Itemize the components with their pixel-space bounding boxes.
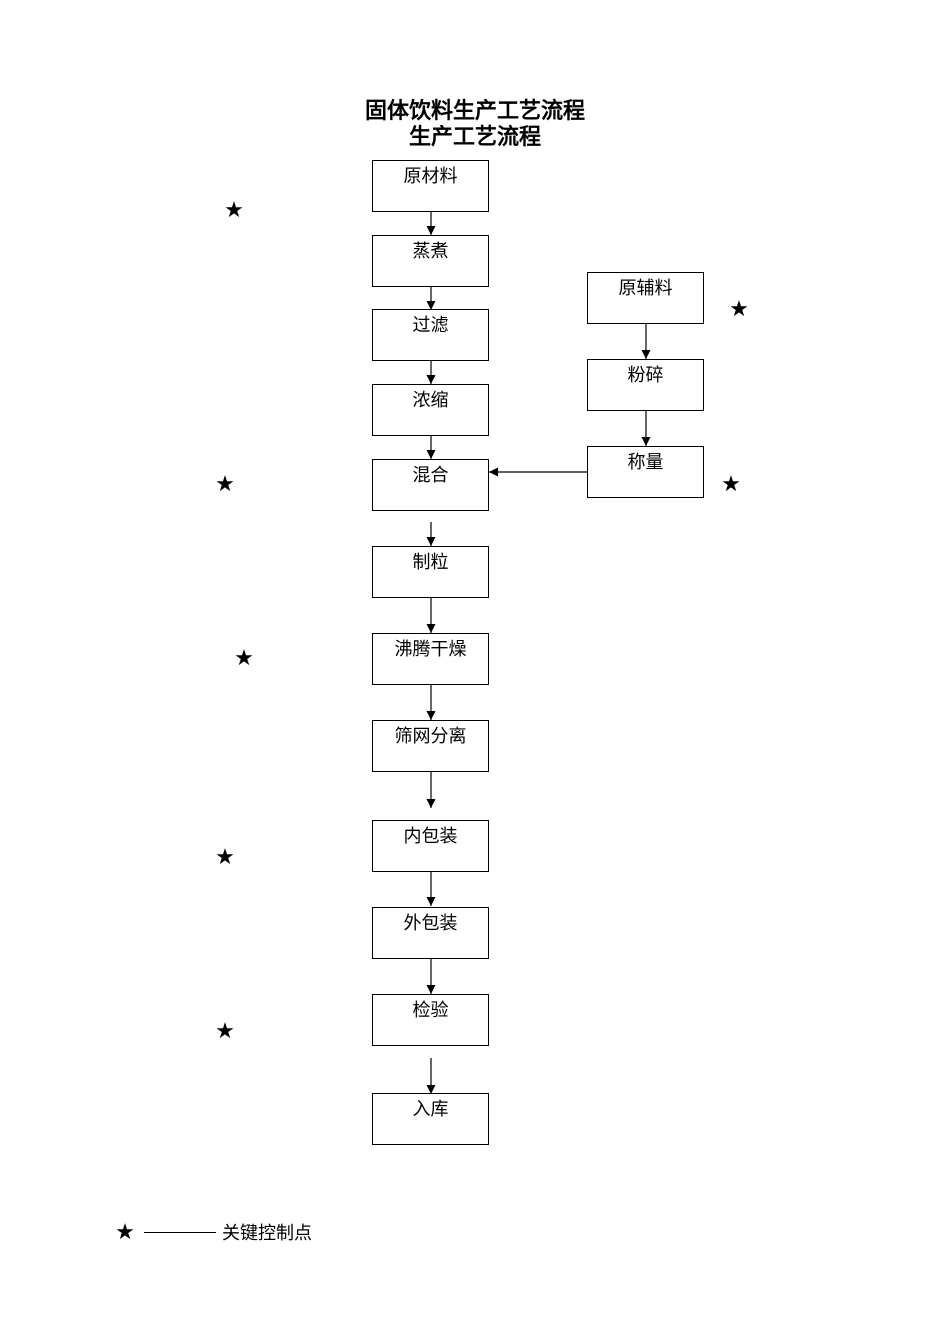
legend-line	[144, 1231, 216, 1233]
step-outer-packaging: 外包装	[372, 907, 489, 959]
step-mixing: 混合	[372, 459, 489, 511]
step-warehousing: 入库	[372, 1093, 489, 1145]
legend: ★ 关键控制点	[114, 1219, 312, 1245]
key-control-star-icon: ★	[729, 297, 749, 322]
step-inspection: 检验	[372, 994, 489, 1046]
step-weighing: 称量	[587, 446, 704, 498]
diagram-title: 固体饮料生产工艺流程	[364, 98, 585, 124]
legend-star-icon: ★	[115, 1219, 135, 1245]
key-control-star-icon: ★	[721, 472, 741, 497]
key-control-star-icon: ★	[234, 646, 254, 671]
step-filtering: 过滤	[372, 309, 489, 361]
key-control-star-icon: ★	[224, 198, 244, 223]
legend-label: 关键控制点	[222, 1223, 312, 1244]
step-concentrating: 浓缩	[372, 384, 489, 436]
key-control-star-icon: ★	[215, 845, 235, 870]
step-fluid-bed-drying: 沸腾干燥	[372, 633, 489, 685]
key-control-star-icon: ★	[215, 1019, 235, 1044]
step-crushing: 粉碎	[587, 359, 704, 411]
diagram-subtitle: 生产工艺流程	[408, 124, 541, 150]
step-sieve-separation: 筛网分离	[372, 720, 489, 772]
step-raw-material: 原材料	[372, 160, 489, 212]
key-control-star-icon: ★	[215, 472, 235, 497]
step-granulating: 制粒	[372, 546, 489, 598]
step-inner-packaging: 内包装	[372, 820, 489, 872]
step-auxiliary-material: 原辅料	[587, 272, 704, 324]
step-steaming: 蒸煮	[372, 235, 489, 287]
